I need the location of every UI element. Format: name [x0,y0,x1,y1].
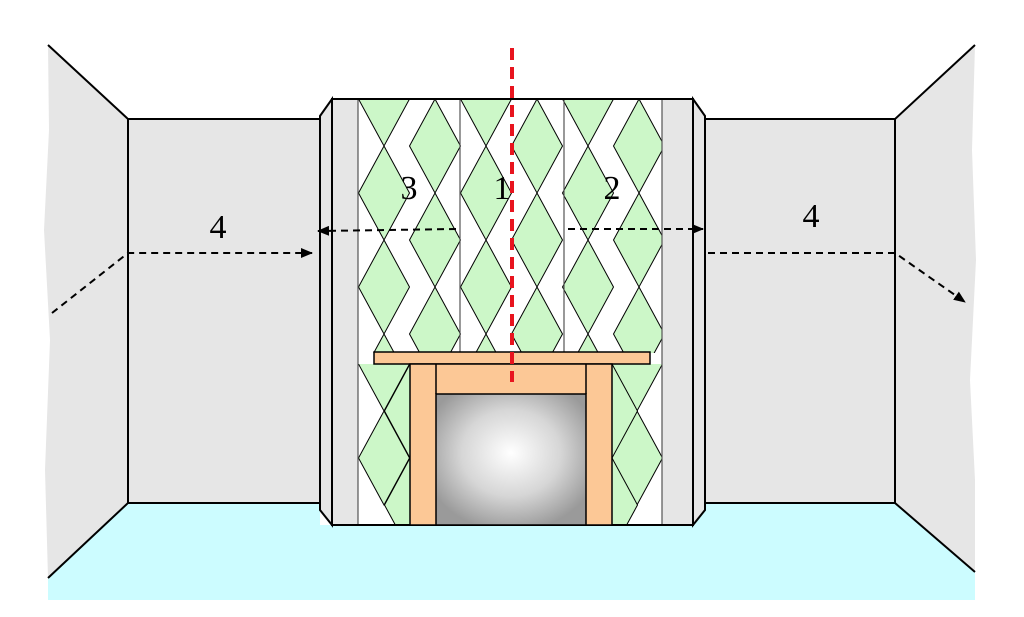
left-back-wall [127,118,321,504]
diamond-pattern-lower-left [358,364,410,526]
direction-arrows [51,224,966,314]
arrow-right-wall [708,252,966,303]
diamond-tile [383,364,410,460]
chimney-right-return [692,95,706,528]
arrow-left-wall [51,248,313,314]
wall-label-left: 4 [210,209,227,246]
strip-label-1: 1 [494,170,511,207]
diamond-tile [577,332,599,353]
diamond-tile [510,285,564,353]
wall-label-right: 4 [803,198,820,235]
diamond-tile [612,364,639,460]
right-side-wall [895,45,976,572]
right-back-wall [704,118,896,504]
diamond-tile [612,285,662,353]
chimney-left-return [319,95,333,528]
diamond-tile [373,332,395,353]
diamond-pattern-lower-right [612,364,662,526]
left-side-wall [44,45,128,578]
diamond-tile [383,456,410,526]
strip-label-3: 3 [401,170,418,207]
diamond-tile [612,456,639,526]
diamond-tile [475,332,497,353]
firebox [435,393,587,526]
diamond-pattern-upper [358,99,662,353]
strip-label-2: 2 [604,170,621,207]
floor [48,503,975,600]
diamond-tile [408,285,462,353]
strip-seams [357,99,663,525]
